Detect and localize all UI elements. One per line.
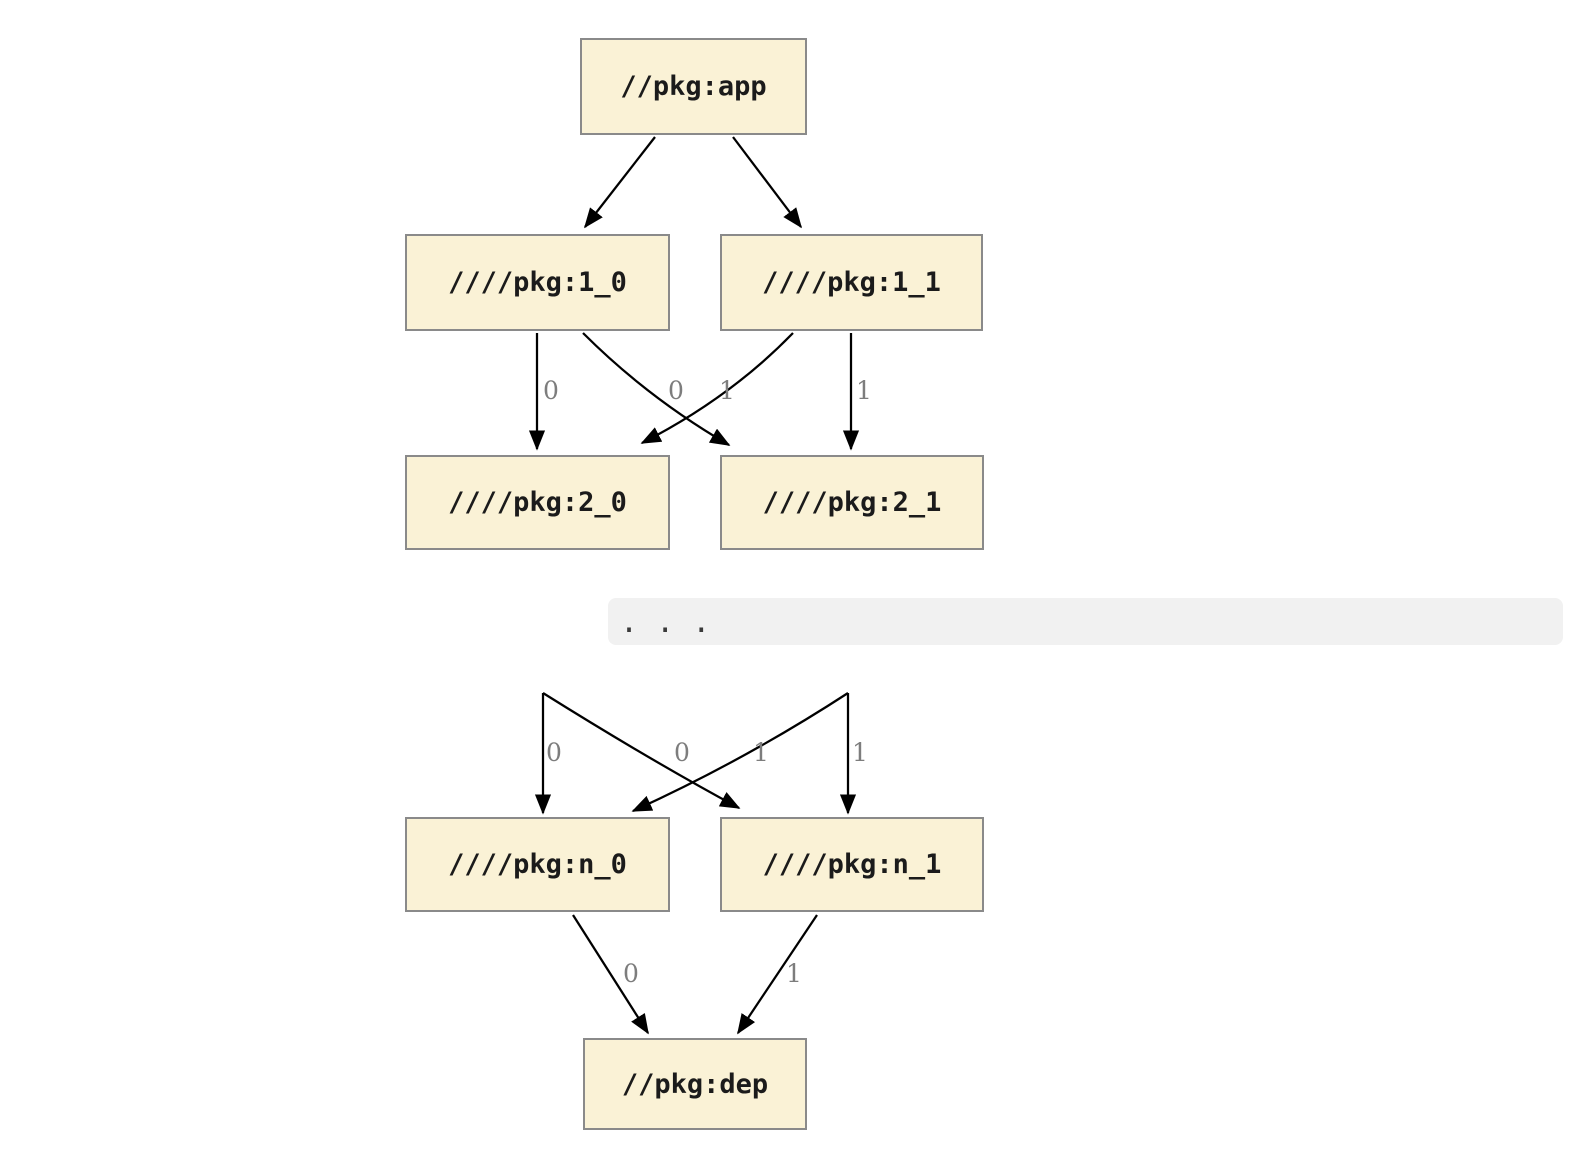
edge-label-1_0-2_0: 0	[543, 376, 559, 405]
node-pkg-2_1: ////pkg:2_1	[720, 455, 984, 550]
edge-label-1_0-2_1: 1	[719, 376, 735, 405]
node-pkg-n_1: ////pkg:n_1	[720, 817, 984, 912]
node-pkg-app: //pkg:app	[580, 38, 807, 135]
edge-app-to-1_1	[732, 136, 802, 229]
node-pkg-dep: //pkg:dep	[583, 1038, 807, 1130]
edge-label-1_1-2_0: 0	[668, 376, 684, 405]
edge-label-n_1-straight: 1	[852, 738, 868, 767]
node-pkg-1_0: ////pkg:1_0	[405, 234, 670, 331]
node-pkg-n_0: ////pkg:n_0	[405, 817, 670, 912]
edge-label-n_0-straight: 0	[546, 738, 562, 767]
edge-label-n_0-cross: 0	[674, 738, 690, 767]
edge-app-to-1_0	[584, 136, 656, 229]
edge-label-n_0-dep: 0	[623, 959, 639, 988]
ellipsis-dots: . . .	[620, 605, 711, 640]
edge-1_1-to-2_0	[640, 332, 794, 445]
edge-label-1_1-2_1: 1	[856, 376, 872, 405]
edge-n_1-to-dep	[737, 914, 818, 1035]
ellipsis-band: . . .	[608, 598, 1563, 645]
edge-n_0-to-dep	[572, 914, 649, 1035]
node-pkg-1_1: ////pkg:1_1	[720, 234, 983, 331]
edge-ellipsis-to-n_0-cross	[631, 692, 849, 813]
node-pkg-2_0: ////pkg:2_0	[405, 455, 670, 550]
edge-1_0-to-2_1	[582, 332, 731, 446]
edge-ellipsis-to-n_1-cross	[542, 692, 741, 809]
edge-label-n_1-dep: 1	[786, 959, 802, 988]
edge-label-n_1-cross: 1	[753, 738, 769, 767]
